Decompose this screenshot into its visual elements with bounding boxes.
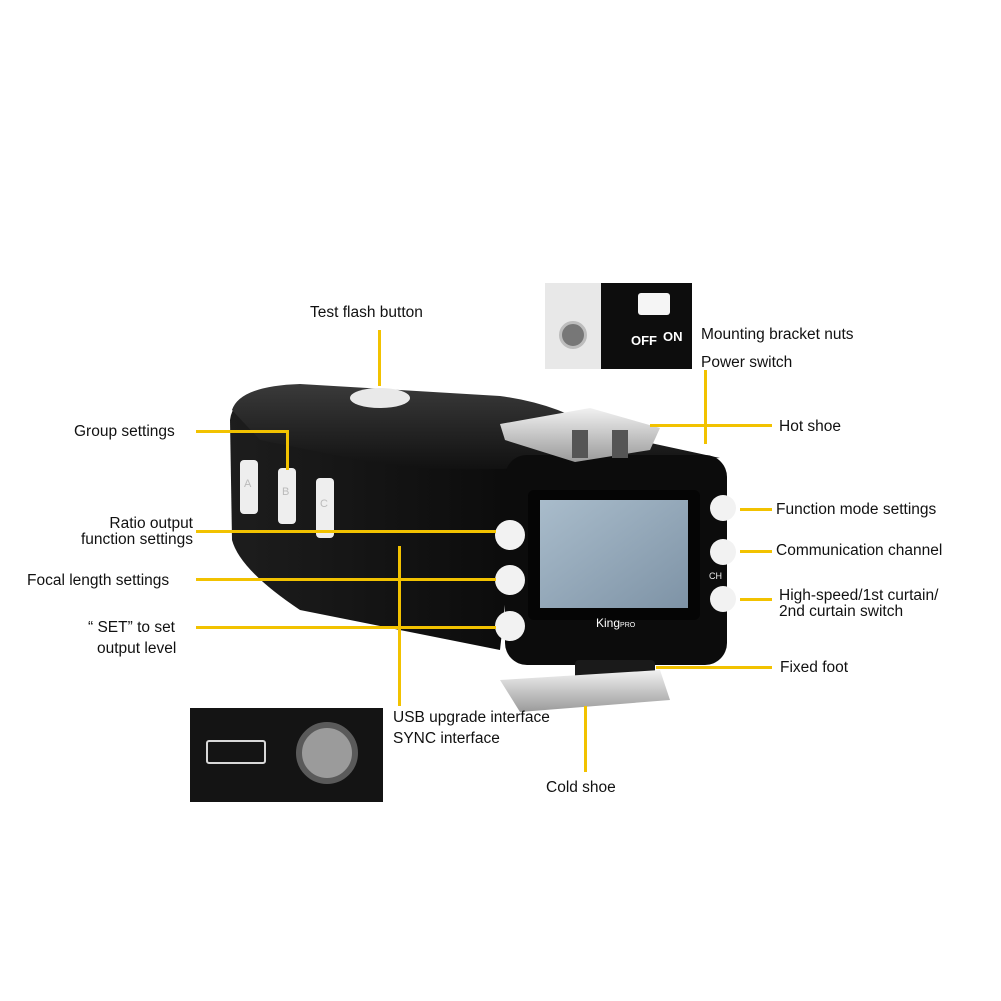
- label-mounting-nuts: Mounting bracket nuts: [701, 326, 854, 343]
- brand-sup: PRO: [620, 622, 636, 629]
- leader-cold-shoe: [584, 706, 587, 772]
- label-usb: USB upgrade interface: [393, 709, 550, 726]
- label-ratio-output-1: Ratio output: [109, 515, 193, 532]
- power-slider: [638, 293, 670, 315]
- label-power-switch: Power switch: [701, 354, 793, 371]
- leader-function: [740, 508, 772, 511]
- group-b-text: B: [282, 486, 290, 498]
- ratio-button: [495, 520, 525, 550]
- label-sync: SYNC interface: [393, 730, 500, 747]
- inset-power-switch: OFF ON: [545, 283, 692, 369]
- leader-focal: [196, 578, 496, 581]
- leader-fixed-foot: [656, 666, 772, 669]
- on-label: ON: [663, 329, 683, 344]
- label-function-mode: Function mode settings: [776, 501, 937, 518]
- label-set-1: “ SET” to set: [88, 619, 175, 636]
- leader-channel: [740, 550, 772, 553]
- set-button: [495, 611, 525, 641]
- group-button-a: [240, 460, 258, 514]
- function-mode-button: [710, 495, 736, 521]
- group-a-text: A: [244, 478, 252, 490]
- leader-hot-shoe: [650, 424, 772, 427]
- label-cold-shoe: Cold shoe: [546, 779, 616, 796]
- leader-usb: [398, 546, 401, 706]
- leader-ratio: [196, 530, 496, 533]
- channel-button: [710, 539, 736, 565]
- focal-button: [495, 565, 525, 595]
- label-focal-length: Focal length settings: [27, 572, 170, 589]
- test-flash-button: [350, 388, 410, 408]
- leader-power: [704, 370, 707, 444]
- usb-port-icon: [206, 740, 266, 764]
- label-hss-1: High-speed/1st curtain/: [779, 587, 939, 604]
- leader-group-h: [196, 430, 288, 433]
- leader-group-v: [286, 430, 289, 470]
- inset-ports: [190, 708, 383, 802]
- label-group-settings: Group settings: [74, 423, 175, 440]
- group-c-text: C: [320, 498, 328, 510]
- label-comm-channel: Communication channel: [776, 542, 943, 559]
- brand-label: KingPRO: [596, 616, 635, 630]
- label-hot-shoe: Hot shoe: [779, 418, 842, 435]
- leader-set: [196, 626, 496, 629]
- label-fixed-foot: Fixed foot: [780, 659, 849, 676]
- cold-shoe: [500, 670, 670, 712]
- label-ratio-output-2: function settings: [80, 531, 193, 548]
- brand-name: King: [596, 616, 621, 630]
- label-test-flash: Test flash button: [310, 304, 423, 321]
- group-button-c: [316, 478, 334, 538]
- leader-test-flash: [378, 330, 381, 386]
- mount-nut-icon: [559, 321, 587, 349]
- label-set-2: output level: [97, 640, 177, 657]
- label-hss-2: 2nd curtain switch: [779, 603, 904, 620]
- leader-hss: [740, 598, 772, 601]
- sync-port-icon: [296, 722, 358, 784]
- group-button-b: [278, 468, 296, 524]
- off-label: OFF: [631, 333, 657, 348]
- hss-button: [710, 586, 736, 612]
- ch-text: CH: [709, 571, 722, 581]
